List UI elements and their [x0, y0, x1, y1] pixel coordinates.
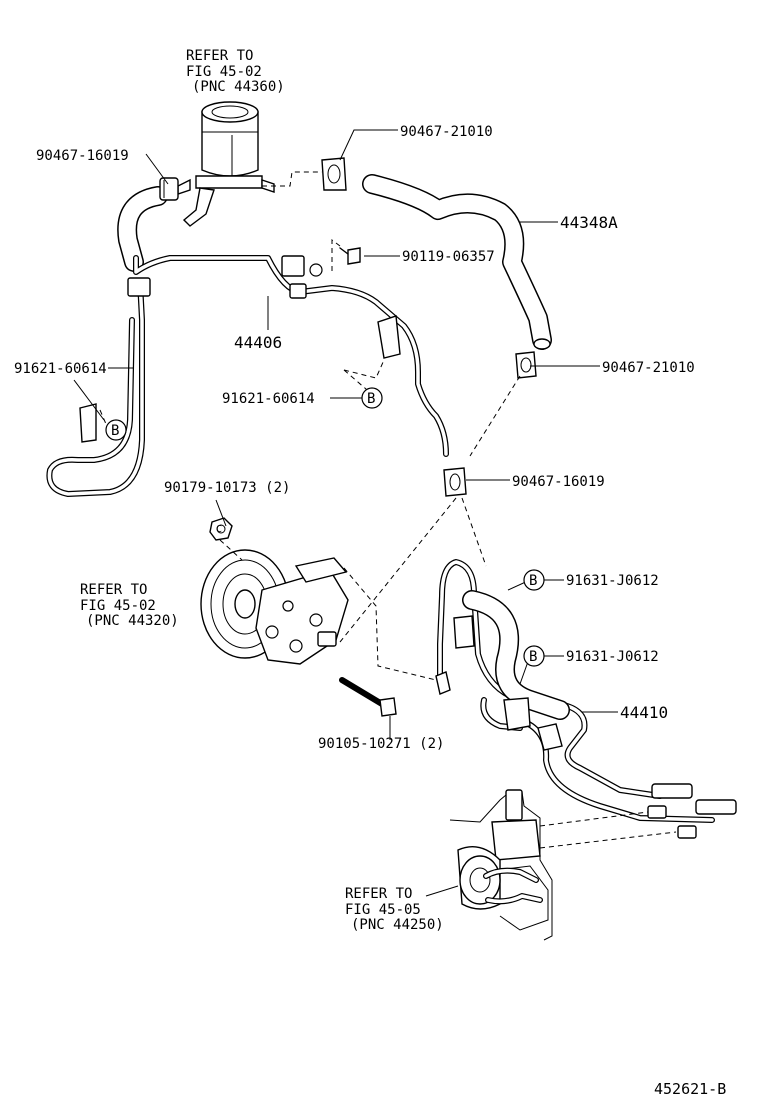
union-fitting-top: [281, 255, 323, 299]
marker-b-right-upper: B: [523, 569, 545, 591]
figure-id: 452621-B: [654, 1080, 726, 1098]
label-pressure-tube: 44406: [234, 333, 282, 352]
clamp-lower: [443, 467, 467, 497]
marker-b-left: B: [105, 419, 127, 441]
return-hose-44348a: [362, 174, 552, 350]
label-return-hose: 44348A: [560, 213, 618, 232]
steering-gear: [449, 789, 553, 941]
label-bolt-right-lower: 91631-J0612: [566, 649, 659, 665]
svg-text:FIG 45-02: FIG 45-02: [80, 598, 156, 614]
bolt-top-icon: [339, 247, 361, 265]
label-bolt-left: 91621-60614: [14, 361, 107, 377]
label-return-tube: 44410: [620, 703, 668, 722]
nut-pump-icon: [209, 517, 233, 541]
label-clamp-right-mid: 90467-21010: [602, 360, 695, 376]
bolt-pump-icon: [339, 677, 397, 717]
ref-pump: REFER TO FIG 45-02 (PNC 44320): [80, 582, 179, 629]
svg-text:(PNC 44250): (PNC 44250): [351, 917, 444, 933]
clamp-top: [321, 157, 347, 191]
marker-b-center: B: [361, 387, 383, 409]
reservoir-tank: [177, 101, 275, 227]
tube-end-fittings: [647, 805, 697, 839]
marker-c-nut: C: [216, 524, 222, 535]
svg-text:B: B: [367, 391, 375, 407]
power-steering-pump: [200, 549, 349, 665]
svg-text:B: B: [111, 423, 119, 439]
svg-text:REFER TO: REFER TO: [80, 582, 147, 598]
label-bolt-center: 91621-60614: [222, 391, 315, 407]
label-bolt-right-upper: 91631-J0612: [566, 573, 659, 589]
svg-text:FIG 45-05: FIG 45-05: [345, 902, 421, 918]
svg-text:REFER TO: REFER TO: [345, 886, 412, 902]
svg-text:B: B: [529, 573, 537, 589]
svg-text:(PNC 44360): (PNC 44360): [192, 79, 285, 95]
svg-text:FIG 45-02: FIG 45-02: [186, 64, 262, 80]
clamp-left-upper: [159, 177, 179, 201]
svg-text:REFER TO: REFER TO: [186, 48, 253, 64]
ref-reservoir: REFER TO FIG 45-02 (PNC 44360): [186, 48, 285, 95]
suction-hose-upper: [117, 186, 168, 272]
return-tube-44410: [435, 559, 737, 823]
pressure-tube-44406: [46, 255, 449, 497]
label-bolt-top: 90119-06357: [402, 249, 495, 265]
label-clamp-lower: 90467-16019: [512, 474, 605, 490]
label-clamp-top: 90467-21010: [400, 124, 493, 140]
label-bolt-pump: 90105-10271 (2): [318, 736, 444, 752]
bracket-center: [377, 315, 401, 359]
marker-b-right-lower: B: [523, 645, 545, 667]
svg-text:(PNC 44320): (PNC 44320): [86, 613, 179, 629]
label-nut-pump: 90179-10173 (2): [164, 480, 290, 496]
label-clamp-left: 90467-16019: [36, 148, 129, 164]
svg-text:B: B: [529, 649, 537, 665]
bracket-left: [79, 277, 151, 443]
ref-gear: REFER TO FIG 45-05 (PNC 44250): [345, 886, 444, 933]
svg-text:C: C: [216, 524, 222, 535]
clamp-right-mid: [515, 351, 537, 379]
